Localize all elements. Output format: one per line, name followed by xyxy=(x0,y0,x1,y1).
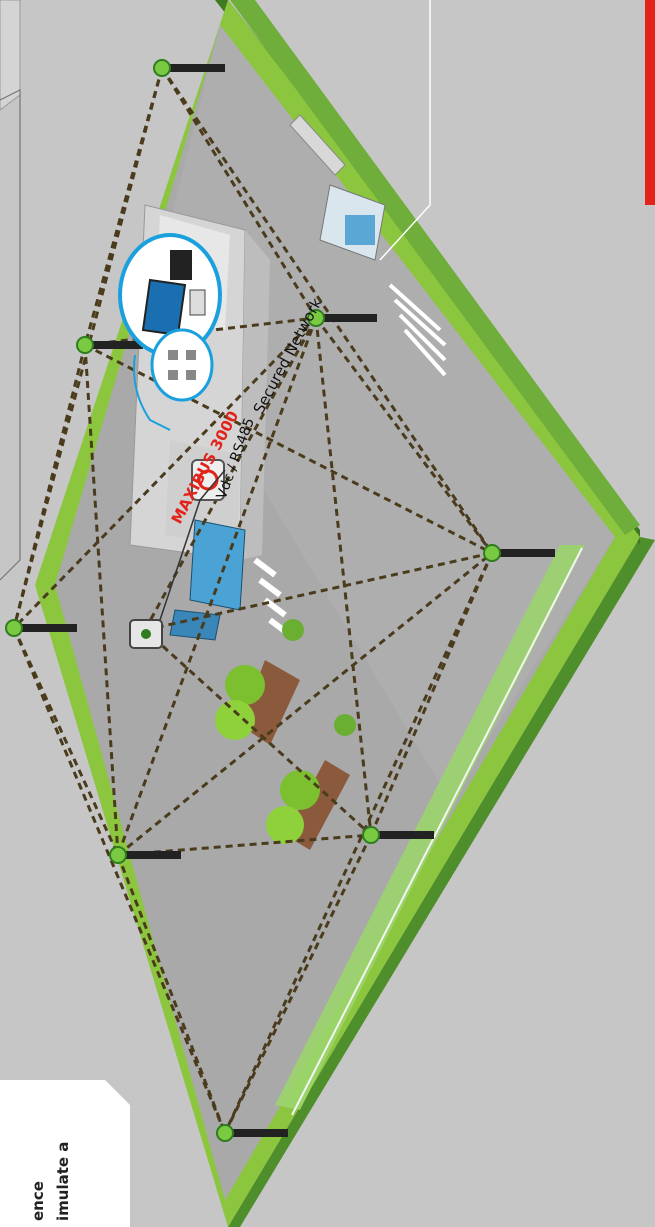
tree-icon xyxy=(225,665,265,705)
wireless-gateway-icon xyxy=(130,620,162,648)
tree-icon xyxy=(282,619,304,641)
tree-icon xyxy=(266,806,304,844)
tree-icon xyxy=(280,770,320,810)
callout-text-line2: ence xyxy=(29,1181,47,1221)
tree-icon xyxy=(334,714,356,736)
network-callout xyxy=(152,330,212,400)
callout-text-line1: imulate a xyxy=(54,1142,72,1221)
panel-fragment-top xyxy=(0,0,20,110)
tree-icon xyxy=(215,700,255,740)
brand-accent-bar xyxy=(645,0,655,205)
